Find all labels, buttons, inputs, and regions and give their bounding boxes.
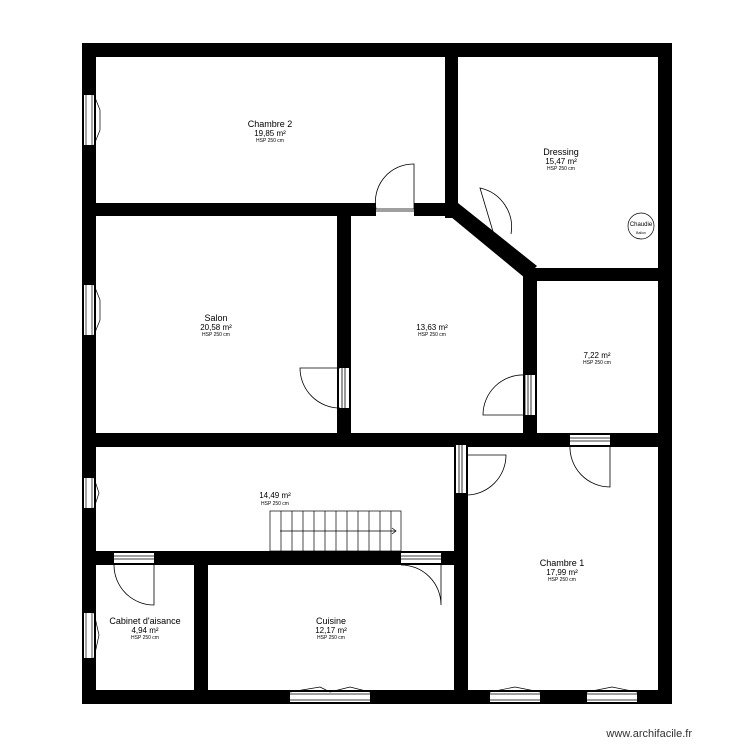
door-722 [569, 444, 611, 488]
doors [113, 163, 611, 606]
room-1363: 13,63 m² HSP 250 cm [416, 323, 448, 338]
room-hsp: HSP 250 cm [131, 635, 159, 641]
watermark: www.archifacile.fr [606, 728, 692, 740]
door-cuisine-jamb [401, 555, 441, 560]
wall-dressing-722 [525, 268, 672, 281]
room-hsp: HSP 250 cm [202, 332, 230, 338]
room-area: 14,49 m² [259, 491, 291, 500]
room-name: Chambre 1 [540, 558, 585, 568]
room-name: Cuisine [316, 616, 346, 626]
room-labels: Chambre 2 19,85 m² HSP 250 cm Dressing 1… [109, 119, 611, 641]
room-area: 15,47 m² [545, 157, 577, 166]
door-cabinet-jamb [114, 555, 154, 560]
room-hsp: HSP 250 cm [261, 501, 289, 507]
room-dressing: Dressing 15,47 m² HSP 250 cm [543, 147, 579, 172]
window-chambre1-left [489, 686, 541, 701]
boiler-label: Chaudie [630, 222, 653, 228]
door-cuisine [400, 564, 442, 606]
room-name: Chambre 2 [248, 119, 293, 129]
wall-salon-hall [82, 433, 672, 447]
wall-1363-722 [523, 270, 537, 446]
wall-top [82, 43, 672, 57]
room-area: 19,85 m² [254, 129, 286, 138]
door-dressing [479, 187, 512, 246]
room-area: 20,58 m² [200, 323, 232, 332]
room-hsp: HSP 250 cm [317, 635, 345, 641]
boiler-circle [627, 212, 655, 240]
door-722-jamb [570, 437, 610, 442]
room-area: 13,63 m² [416, 323, 448, 332]
door-1363-jamb [527, 375, 532, 415]
door-chambre2 [375, 163, 415, 210]
room-hsp: HSP 250 cm [256, 138, 284, 144]
room-cuisine: Cuisine 12,17 m² HSP 250 cm [315, 616, 347, 641]
room-name: Dressing [543, 147, 579, 157]
room-name: Salon [204, 313, 227, 323]
room-hsp: HSP 250 cm [583, 360, 611, 366]
openings [84, 95, 637, 702]
boiler: Chaudie Ballon [627, 212, 655, 240]
door-1363 [482, 374, 526, 416]
boiler-sublabel: Ballon [636, 231, 646, 235]
door-dressing-jamb [460, 217, 498, 248]
wall-chambre2-dressing [445, 43, 458, 218]
room-area: 12,17 m² [315, 626, 347, 635]
wall-chambre2-salon [82, 203, 458, 216]
wall-right [658, 43, 672, 704]
room-name: Cabinet d'aisance [109, 616, 180, 626]
door-salon [299, 367, 341, 409]
wall-hall-chambre1 [454, 433, 468, 704]
door-salon-jamb [341, 368, 346, 408]
room-cabinet: Cabinet d'aisance 4,94 m² HSP 250 cm [109, 616, 180, 641]
room-hsp: HSP 250 cm [418, 332, 446, 338]
door-chambre1-jamb [458, 445, 463, 493]
wall-hall-cuisine [82, 551, 468, 565]
door-cabinet [113, 564, 155, 606]
window-chambre2 [85, 94, 101, 146]
room-salon: Salon 20,58 m² HSP 250 cm [200, 313, 232, 338]
door-chambre1 [465, 454, 507, 496]
room-hsp: HSP 250 cm [548, 577, 576, 583]
walls [82, 43, 672, 704]
staircase [269, 510, 402, 552]
room-chambre2: Chambre 2 19,85 m² HSP 250 cm [248, 119, 293, 144]
window-chambre1-right [586, 686, 638, 701]
room-722: 7,22 m² HSP 250 cm [583, 351, 611, 366]
windows [85, 94, 638, 701]
window-salon [85, 284, 101, 336]
window-cuisine [289, 686, 371, 701]
room-hsp: HSP 250 cm [547, 166, 575, 172]
window-hall [85, 477, 100, 509]
room-hall: 14,49 m² HSP 250 cm [259, 491, 291, 507]
room-area: 7,22 m² [583, 351, 610, 360]
stair-arrow [280, 527, 397, 535]
room-area: 17,99 m² [546, 568, 578, 577]
wall-salon-1363 [337, 203, 351, 446]
wall-bottom [82, 690, 672, 704]
window-cabinet [85, 612, 100, 659]
room-chambre1: Chambre 1 17,99 m² HSP 250 cm [540, 558, 585, 583]
room-area: 4,94 m² [131, 626, 158, 635]
door-chambre2-jamb [376, 208, 414, 212]
wall-cabinet-cuisine [194, 551, 208, 704]
